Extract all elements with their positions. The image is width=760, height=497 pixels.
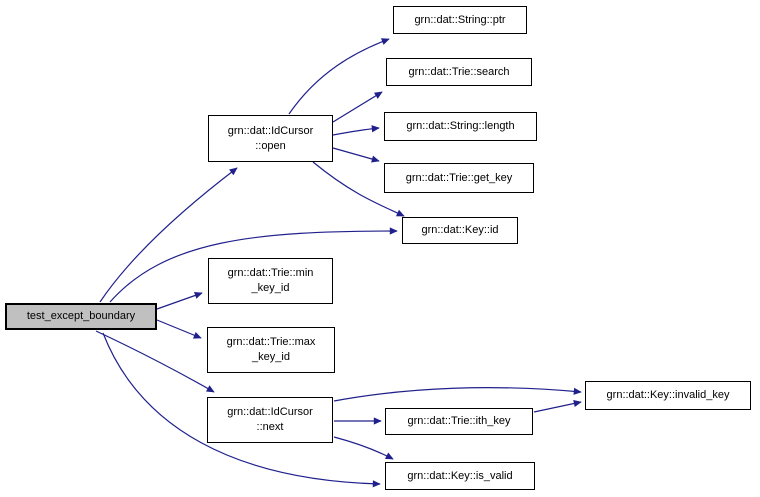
edge-test_except_boundary-trie_max_key_id (156, 319, 202, 339)
node-label: grn::dat::Trie::ith_key (407, 415, 511, 428)
node-trie-get-key[interactable]: grn::dat::Trie::get_key (384, 163, 534, 193)
edge-test_except_boundary-idcursor_next (95, 330, 215, 393)
edge-test_except_boundary-key_id (109, 227, 398, 303)
node-trie-search[interactable]: grn::dat::Trie::search (386, 58, 532, 86)
edge-test_except_boundary-key_is_valid (102, 332, 381, 488)
edge-idcursor_open-trie_get_key (332, 147, 380, 163)
edge-trie_ith_key-key_invalid_key (533, 400, 582, 413)
node-key-id[interactable]: grn::dat::Key::id (402, 217, 518, 244)
edge-idcursor_open-key_id (312, 161, 405, 217)
node-label: grn::dat::Key::id (421, 224, 499, 237)
edge-idcursor_open-string_ptr (288, 38, 390, 115)
node-label-line1: grn::dat::IdCursor (227, 406, 313, 419)
edge-idcursor_open-trie_search (332, 91, 383, 123)
edge-idcursor_next-key_is_valid (333, 436, 394, 460)
node-label: grn::dat::Trie::get_key (405, 171, 513, 184)
node-label-line2: ::open (255, 139, 286, 152)
node-label-line2: ::next (256, 421, 284, 433)
edge-test_except_boundary-trie_min_key_id (156, 292, 203, 310)
node-idcursor-next[interactable]: grn::dat::IdCursor ::next (207, 397, 333, 443)
node-trie-ith-key[interactable]: grn::dat::Trie::ith_key (385, 408, 533, 435)
edge-idcursor_open-string_length (332, 125, 380, 136)
node-label-line1: grn::dat::Trie::min (227, 267, 314, 280)
node-label: grn::dat::String::length (406, 120, 515, 133)
node-key-invalid-key[interactable]: grn::dat::Key::invalid_key (585, 381, 751, 410)
node-label-line1: grn::dat::Trie::max (226, 336, 316, 349)
node-key-is-valid[interactable]: grn::dat::Key::is_valid (385, 462, 535, 490)
node-label-line2: _key_id (251, 282, 290, 294)
node-label: grn::dat::Key::invalid_key (606, 389, 730, 402)
node-label-line2: _key_id (252, 351, 290, 363)
node-label: grn::dat::String::ptr (414, 13, 506, 26)
node-label: grn::dat::Key::is_valid (407, 469, 513, 482)
node-trie-min-key-id[interactable]: grn::dat::Trie::min _key_id (208, 258, 333, 304)
node-label: grn::dat::Trie::search (408, 65, 510, 78)
edge-test_except_boundary-idcursor_open (99, 167, 238, 303)
node-label: test_except_boundary (26, 310, 136, 323)
node-string-length[interactable]: grn::dat::String::length (384, 112, 537, 141)
node-idcursor-open[interactable]: grn::dat::IdCursor ::open (208, 115, 333, 162)
node-trie-max-key-id[interactable]: grn::dat::Trie::max _key_id (207, 327, 335, 373)
node-test-except-boundary: test_except_boundary (5, 303, 157, 330)
node-string-ptr[interactable]: grn::dat::String::ptr (393, 6, 527, 34)
node-label-line1: grn::dat::IdCursor (227, 124, 314, 137)
edge-idcursor_next-key_invalid_key (333, 387, 582, 402)
